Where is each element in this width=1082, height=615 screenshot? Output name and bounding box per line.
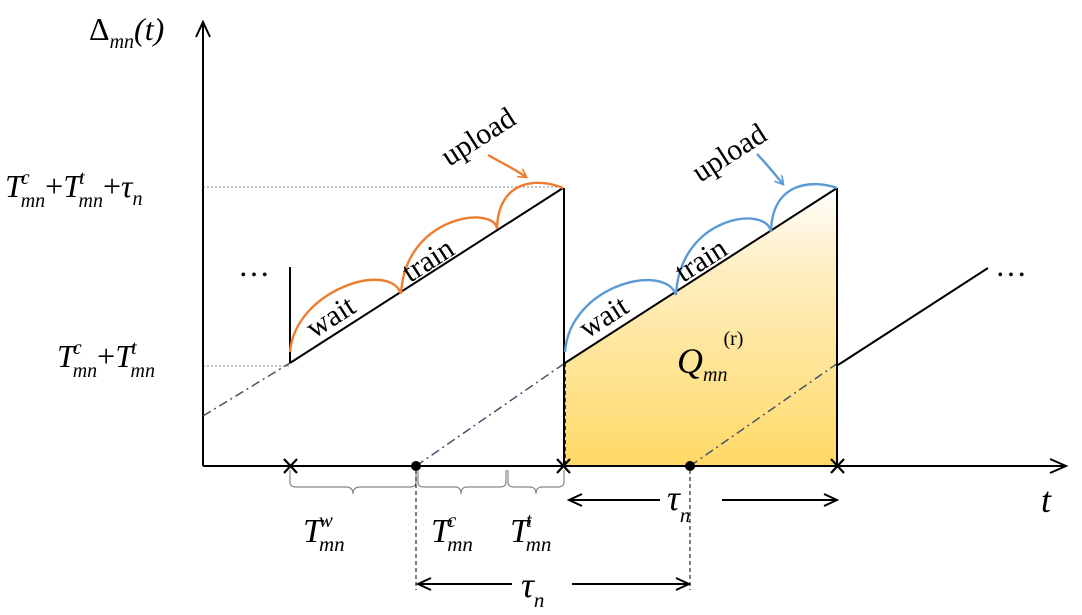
tau-upper-arrowhead-right: [823, 493, 840, 507]
label-train-1: train: [396, 231, 460, 288]
tau-lower-label: τn: [521, 565, 544, 612]
tau-upper-arrowhead-left: [566, 493, 583, 507]
blue-wait-arc: [563, 279, 678, 353]
cycle3-ramp: [837, 267, 989, 366]
blue-upload-arc: [769, 182, 838, 233]
tau-lower-arrowhead-left: [415, 577, 432, 591]
tau-upper-label: τn: [667, 478, 690, 527]
orange-train-arc: [399, 216, 499, 295]
cycle2-ramp: [564, 187, 838, 364]
x-axis-label: t: [1041, 480, 1052, 520]
dashdot-line-3: [689, 362, 839, 467]
brace-waiting: [289, 470, 417, 495]
q-area-label: Qmn(r): [677, 328, 743, 386]
orange-upload-arc: [495, 181, 564, 230]
cross-marker-1: [283, 458, 298, 474]
brace-compute: [417, 470, 507, 495]
ellipsis-left: …: [238, 247, 270, 283]
cycle1-ramp: [289, 187, 564, 364]
y-axis-arrowhead: [195, 19, 211, 38]
x-axis-arrowhead: [1049, 458, 1069, 474]
q-area: [565, 188, 837, 466]
blue-upload-pointer: [756, 153, 783, 184]
orange-upload-pointer: [487, 153, 526, 177]
dot-marker-2: [685, 461, 695, 471]
label-upload-2: upload: [686, 117, 773, 189]
cross-marker-3: [830, 458, 845, 474]
dot-marker-1: [411, 461, 421, 471]
y-axis-label: Δmn(t): [89, 11, 164, 53]
cross-marker-2: [556, 458, 571, 474]
label-upload-1: upload: [435, 101, 522, 173]
dashdot-line-2: [415, 362, 566, 467]
orange-wait-arc: [288, 278, 403, 353]
blue-train-arc: [674, 217, 773, 296]
tau-lower-arrowhead-right: [675, 577, 692, 591]
dashdot-line-1: [202, 362, 291, 417]
ellipsis-right: …: [995, 247, 1027, 283]
brace-transmit: [507, 470, 565, 495]
